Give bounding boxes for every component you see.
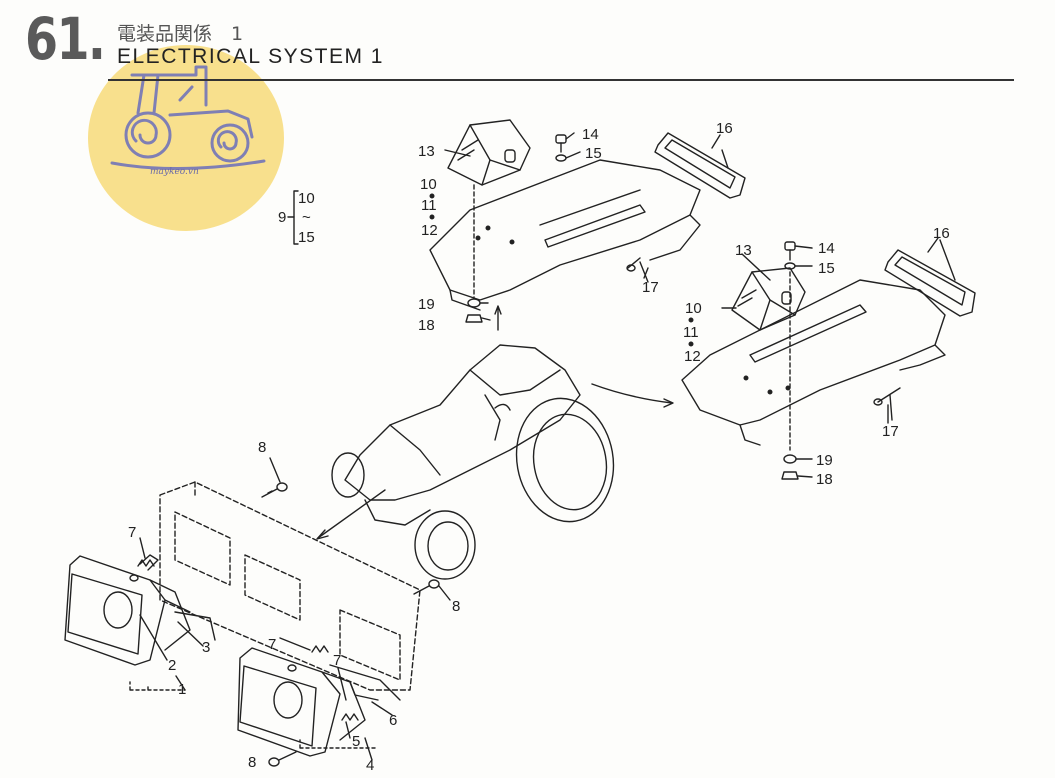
callout-13-upper: 13 xyxy=(418,143,435,160)
bolt-17-right xyxy=(873,387,901,421)
bolt-8-middle xyxy=(413,579,451,601)
callout-15-upper: 15 xyxy=(585,145,602,162)
callout-11-upper: 11 xyxy=(421,197,437,214)
callout-2: 2 xyxy=(168,657,176,674)
header-rule xyxy=(108,79,1014,81)
logo-text: maykeo.vn xyxy=(150,167,199,177)
callout-11-right: 11 xyxy=(683,324,699,341)
callout-7-left: 7 xyxy=(128,524,136,541)
reflector-16-upper xyxy=(654,132,746,199)
tractor-outline xyxy=(331,344,615,580)
bolt-8-top xyxy=(261,457,288,498)
callout-19-right: 19 xyxy=(816,452,833,469)
callout-10-right: 10 xyxy=(685,300,702,317)
headlamp-right xyxy=(237,647,401,757)
marker-lamp-upper xyxy=(447,119,531,186)
callout-10-upper: 10 xyxy=(420,176,437,193)
callout-16-upper: 16 xyxy=(716,120,733,137)
tractor-logo-icon xyxy=(110,65,266,171)
section-number: 61. xyxy=(25,5,106,73)
callout-1: 1 xyxy=(178,681,186,698)
callout-8-top: 8 xyxy=(258,439,266,456)
callout-8-middle: 8 xyxy=(452,598,460,615)
callout-5: 5 xyxy=(352,733,360,750)
callout-tilde: ~ xyxy=(302,209,311,226)
washer-19-right xyxy=(783,454,797,464)
callout-15-right: 15 xyxy=(818,260,835,277)
callout-10-range: 10 xyxy=(298,190,315,207)
section-title-english: ELECTRICAL SYSTEM 1 xyxy=(117,45,384,68)
upper-left-fender xyxy=(429,159,701,311)
bolt-17-upper xyxy=(626,257,649,283)
marker-lamp-right xyxy=(731,267,806,331)
callout-labels: 13 14 15 16 10 11 12 9 10 ~ 15 17 19 18 … xyxy=(128,120,950,774)
watermark-logo xyxy=(88,45,284,231)
section-title-japanese: 電装品関係 1 xyxy=(117,23,244,45)
arrow-right xyxy=(591,383,673,404)
callout-15-range: 15 xyxy=(298,229,315,246)
callout-12-right: 12 xyxy=(684,348,701,365)
callout-18-upper: 18 xyxy=(418,317,435,334)
callout-18-right: 18 xyxy=(816,471,833,488)
callout-16-right: 16 xyxy=(933,225,950,242)
nut-18-upper xyxy=(465,314,483,323)
callout-14-upper: 14 xyxy=(582,126,599,143)
callout-4: 4 xyxy=(366,757,374,774)
arrow-down-left xyxy=(317,489,386,539)
callout-12-upper: 12 xyxy=(421,222,438,239)
reflector-16-right xyxy=(884,239,976,317)
washer-19-upper xyxy=(467,298,481,308)
callout-19-upper: 19 xyxy=(418,296,435,313)
spring-7-left xyxy=(137,559,155,567)
screw-14-upper xyxy=(555,132,581,162)
callout-9: 9 xyxy=(278,209,286,226)
callout-6: 6 xyxy=(389,712,397,729)
front-grille-panel xyxy=(159,481,421,691)
callout-7-right-b: 7 xyxy=(333,652,341,669)
upper-right-fender xyxy=(681,279,946,446)
spring-7-right-a xyxy=(311,645,329,653)
bolt-8-bottom xyxy=(268,751,297,767)
callout-8-bottom: 8 xyxy=(248,754,256,771)
callout-3: 3 xyxy=(202,639,210,656)
nut-18-right xyxy=(781,471,799,480)
callout-7-right-a: 7 xyxy=(268,636,276,653)
spring-7-right-b xyxy=(341,713,359,721)
callout-17-right: 17 xyxy=(882,423,899,440)
callout-17-upper: 17 xyxy=(642,279,659,296)
callout-14-right: 14 xyxy=(818,240,835,257)
headlamp-left xyxy=(64,554,216,666)
callout-13-right: 13 xyxy=(735,242,752,259)
screw-14-right xyxy=(784,241,813,270)
